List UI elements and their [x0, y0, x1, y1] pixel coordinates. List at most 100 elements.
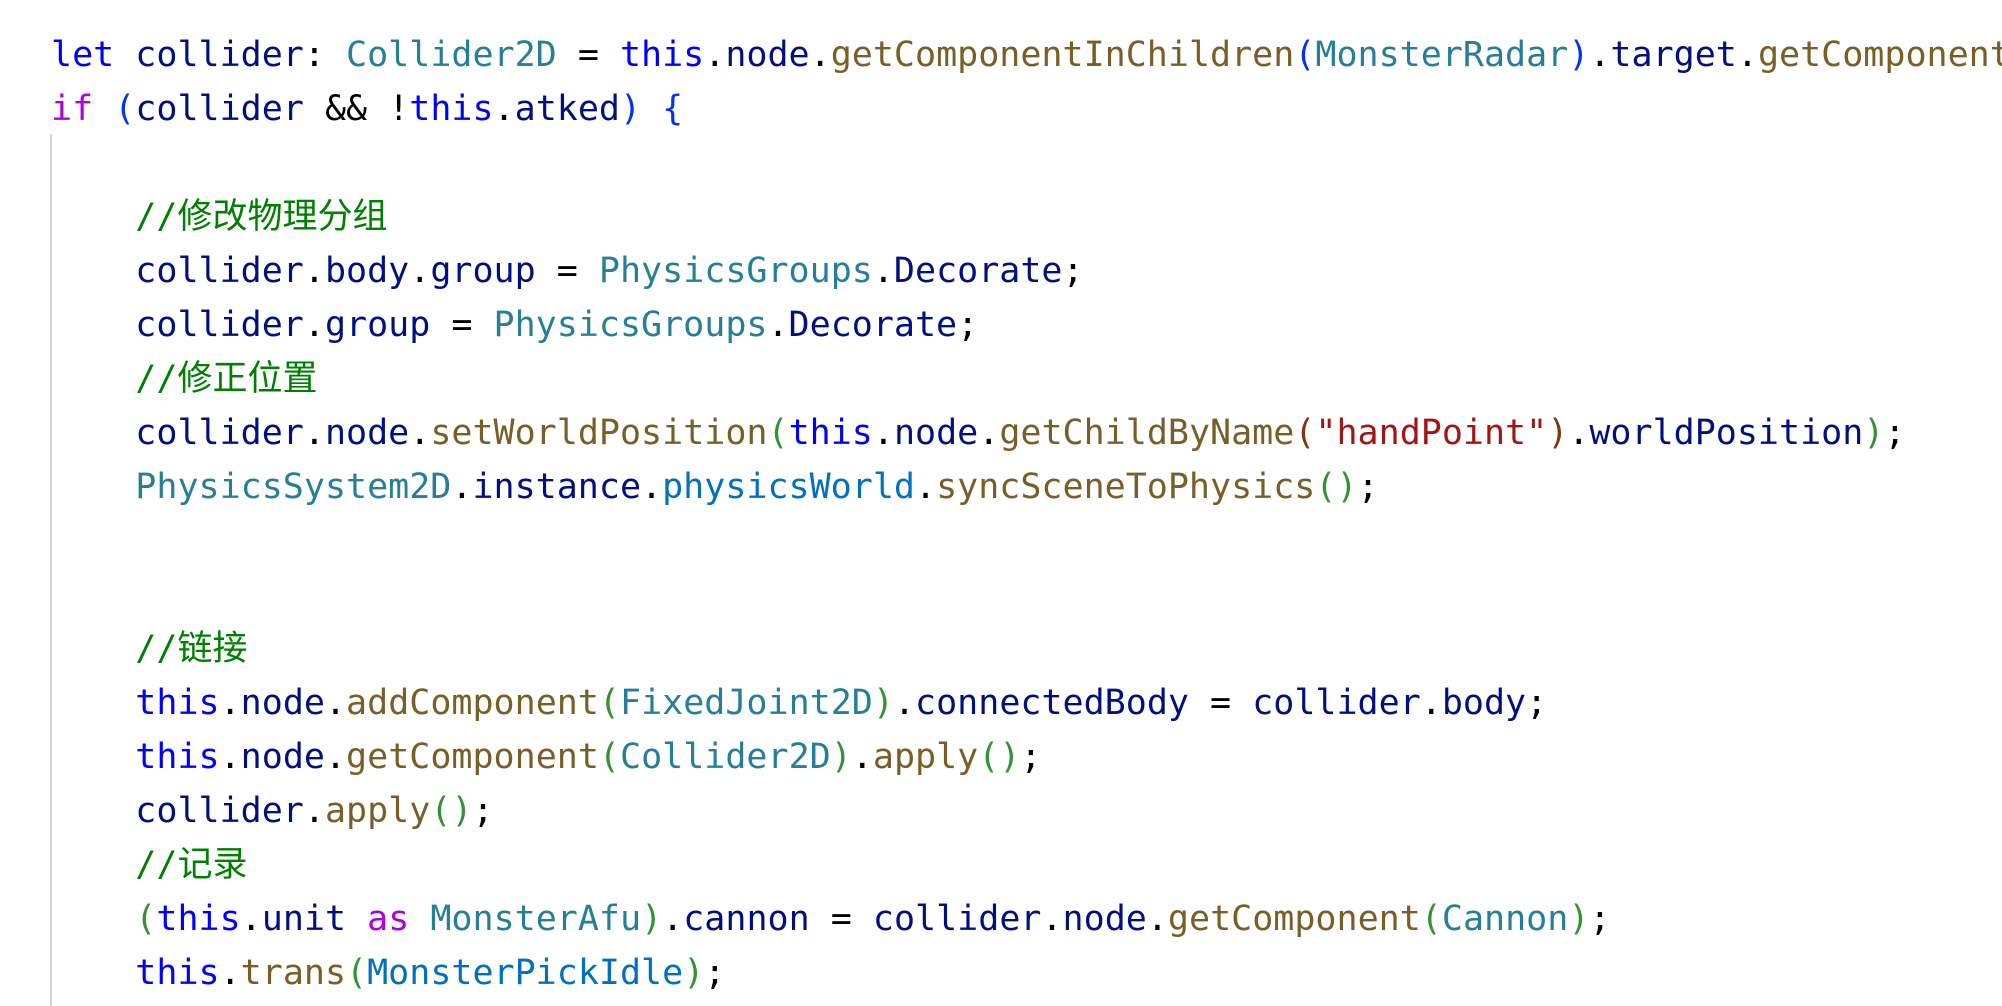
- code-token: group: [324, 305, 431, 345]
- code-token: ;: [472, 791, 494, 831]
- code-token: MonsterPickIdle: [367, 953, 684, 993]
- code-line[interactable]: [51, 136, 2002, 190]
- code-line[interactable]: collider.body.group = PhysicsGroups.Deco…: [51, 244, 2002, 298]
- code-token: ): [1863, 413, 1885, 453]
- code-token: node: [324, 413, 410, 453]
- code-token: ;: [1884, 413, 1906, 453]
- code-line[interactable]: //记录: [51, 838, 2002, 892]
- code-token: [51, 899, 135, 939]
- code-token: .: [409, 251, 431, 291]
- code-token: ): [1568, 899, 1590, 939]
- code-line[interactable]: //修正位置: [51, 352, 2002, 406]
- code-token: getComponentInChildren: [830, 35, 1295, 75]
- code-token: getComponent: [1167, 899, 1421, 939]
- code-token: [346, 899, 367, 939]
- code-line[interactable]: [51, 514, 2002, 568]
- code-token: if: [51, 89, 94, 129]
- code-line[interactable]: collider.node.setWorldPosition(this.node…: [51, 406, 2002, 460]
- code-token: as: [367, 899, 410, 939]
- code-token: ): [1547, 413, 1569, 453]
- code-token: .: [451, 467, 473, 507]
- code-line[interactable]: (this.unit as MonsterAfu).cannon = colli…: [51, 892, 2002, 946]
- code-token: syncSceneToPhysics: [936, 467, 1316, 507]
- code-token: .: [219, 683, 241, 723]
- code-token: target: [1610, 35, 1737, 75]
- code-token: node: [240, 737, 325, 777]
- code-token: [641, 89, 662, 129]
- code-token: instance: [472, 467, 642, 507]
- code-token: .: [704, 35, 726, 75]
- code-line[interactable]: let collider: Collider2D = this.node.get…: [51, 28, 2002, 82]
- code-token: .: [1568, 413, 1590, 453]
- code-token: .: [872, 413, 894, 453]
- code-token: ;: [1357, 467, 1379, 507]
- code-token: unit: [261, 899, 347, 939]
- code-token: .: [872, 251, 894, 291]
- code-token: && !: [303, 89, 410, 129]
- code-token: apply: [324, 791, 431, 831]
- code-token: =: [430, 305, 494, 345]
- code-token: =: [809, 899, 873, 939]
- code-token: [51, 251, 135, 291]
- code-token: this: [135, 953, 220, 993]
- code-token: .: [303, 791, 325, 831]
- code-token: MonsterAfu: [430, 899, 642, 939]
- code-token: (: [1294, 413, 1316, 453]
- code-token: .: [409, 413, 431, 453]
- code-line[interactable]: if (collider && !this.atked) {: [51, 82, 2002, 136]
- code-line[interactable]: this.node.getComponent(Collider2D).apply…: [51, 730, 2002, 784]
- code-token: PhysicsSystem2D: [135, 467, 452, 507]
- code-token: body: [1441, 683, 1527, 723]
- code-token: {: [662, 89, 684, 129]
- code-line[interactable]: //链接: [51, 622, 2002, 676]
- code-content[interactable]: let collider: Collider2D = this.node.get…: [51, 28, 2002, 1000]
- code-token: :: [303, 35, 347, 75]
- code-token: .: [219, 737, 241, 777]
- code-token: collider: [135, 413, 304, 453]
- code-token: Collider2D: [620, 737, 831, 777]
- code-token: .: [324, 683, 347, 723]
- code-token: Cannon: [1441, 899, 1569, 939]
- code-token: [114, 35, 135, 75]
- code-token: collider: [135, 305, 304, 345]
- code-token: FixedJoint2D: [620, 683, 873, 723]
- code-line[interactable]: PhysicsSystem2D.instance.physicsWorld.sy…: [51, 460, 2002, 514]
- code-line[interactable]: collider.apply();: [51, 784, 2002, 838]
- code-token: trans: [240, 953, 347, 993]
- code-token: let: [51, 35, 115, 75]
- code-token: [51, 413, 135, 453]
- code-token: ): [830, 737, 852, 777]
- code-token: Collider2D: [346, 35, 557, 75]
- code-token: (: [598, 737, 620, 777]
- code-token: //修改物理分组: [135, 197, 388, 237]
- code-token: ): [641, 899, 663, 939]
- code-token: .: [240, 899, 262, 939]
- code-token: apply: [872, 737, 979, 777]
- code-line[interactable]: this.node.addComponent(FixedJoint2D).con…: [51, 676, 2002, 730]
- code-token: ;: [1020, 737, 1042, 777]
- code-token: ;: [1062, 251, 1084, 291]
- code-token: .: [893, 683, 916, 723]
- code-token: (: [114, 89, 136, 129]
- code-token: getComponent: [1757, 35, 2002, 75]
- code-token: .: [1420, 683, 1442, 723]
- code-token: MonsterRadar: [1315, 35, 1569, 75]
- code-line[interactable]: collider.group = PhysicsGroups.Decorate;: [51, 298, 2002, 352]
- code-token: setWorldPosition: [430, 413, 768, 453]
- code-token: (: [1294, 35, 1316, 75]
- code-token: PhysicsGroups: [598, 251, 873, 291]
- code-token: Decorate: [893, 251, 1063, 291]
- code-token: addComponent: [346, 683, 599, 723]
- code-token: this: [619, 35, 705, 75]
- code-token: ): [619, 89, 642, 129]
- code-token: collider: [872, 899, 1042, 939]
- code-token: [51, 359, 135, 399]
- code-token: Decorate: [788, 305, 958, 345]
- code-line[interactable]: //修改物理分组: [51, 190, 2002, 244]
- code-token: .: [914, 467, 937, 507]
- code-token: node: [240, 683, 325, 723]
- code-token: (): [1315, 467, 1358, 507]
- code-line[interactable]: this.trans(MonsterPickIdle);: [51, 946, 2002, 1000]
- code-line[interactable]: [51, 568, 2002, 622]
